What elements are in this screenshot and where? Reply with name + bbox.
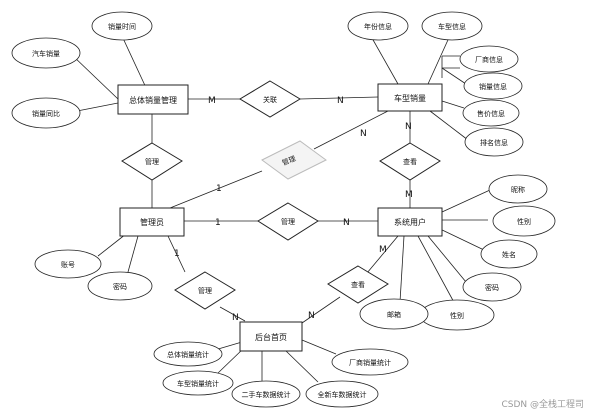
card-one-admin-model: 1 <box>216 184 222 194</box>
card-one-admin-user: 1 <box>215 218 221 228</box>
svg-text:汽车销量: 汽车销量 <box>32 49 60 58</box>
svg-text:车型销量: 车型销量 <box>394 93 426 103</box>
attr-model-info: 车型信息 <box>421 11 483 41</box>
svg-text:二手车数据统计: 二手车数据统计 <box>242 390 291 399</box>
svg-text:管理: 管理 <box>281 217 295 226</box>
card-m-overall: M <box>208 96 216 106</box>
svg-text:查看: 查看 <box>403 157 417 166</box>
attr-car-sales: 汽车销量 <box>11 37 81 69</box>
attr-account: 账号 <box>34 249 102 279</box>
svg-text:管理员: 管理员 <box>140 217 164 227</box>
svg-text:销量时间: 销量时间 <box>108 22 136 31</box>
svg-text:厂商信息: 厂商信息 <box>475 55 503 64</box>
card-n-home-left: N <box>232 313 239 323</box>
attr-stat-model: 车型销量统计 <box>162 370 234 396</box>
svg-text:总体销量管理: 总体销量管理 <box>129 95 177 105</box>
attr-rank-info: 排名信息 <box>464 127 524 157</box>
attr-gender-user: 性别 <box>492 205 556 237</box>
card-n-model: N <box>337 96 344 106</box>
entity-model-sales: 车型销量 <box>377 83 443 112</box>
card-n-user: N <box>343 218 350 228</box>
svg-text:车型信息: 车型信息 <box>438 22 466 31</box>
attr-sales-time: 销量时间 <box>91 11 153 41</box>
attr-stat-new: 全新车数据统计 <box>305 380 379 408</box>
attr-email: 邮箱 <box>359 298 429 330</box>
svg-text:总体销量统计: 总体销量统计 <box>167 350 209 359</box>
svg-text:管理: 管理 <box>198 286 212 295</box>
attr-year-info: 年份信息 <box>347 11 409 41</box>
svg-text:厂商销量统计: 厂商销量统计 <box>349 358 391 367</box>
attr-nickname: 昵称 <box>488 174 548 204</box>
relation-associate: 关联 <box>239 80 301 118</box>
entity-backend-home: 后台首页 <box>239 321 303 352</box>
svg-text:关联: 关联 <box>263 95 277 104</box>
svg-text:车型销量统计: 车型销量统计 <box>177 379 219 388</box>
svg-text:后台首页: 后台首页 <box>255 332 287 342</box>
svg-text:排名信息: 排名信息 <box>480 138 508 147</box>
attr-name: 姓名 <box>480 239 538 269</box>
svg-text:密码: 密码 <box>113 282 127 291</box>
attr-maker-info: 厂商信息 <box>459 45 519 73</box>
attr-yoy-sales: 销量同比 <box>11 97 81 129</box>
relation-manage-home: 管理 <box>174 271 236 310</box>
relation-manage-system-user: 管理 <box>257 202 319 241</box>
card-n-model-manage: N <box>360 129 367 139</box>
entity-admin: 管理员 <box>119 207 185 237</box>
svg-text:系统用户: 系统用户 <box>394 217 426 227</box>
card-n-home-right: N <box>308 311 315 321</box>
svg-text:年份信息: 年份信息 <box>364 22 392 31</box>
svg-text:邮箱: 邮箱 <box>387 310 401 319</box>
entity-overall-sales: 总体销量管理 <box>117 84 189 115</box>
svg-text:姓名: 姓名 <box>502 250 516 259</box>
card-one-admin-home: 1 <box>174 249 180 259</box>
attr-stat-used: 二手车数据统计 <box>231 380 301 408</box>
svg-text:查看: 查看 <box>351 280 365 289</box>
relation-view-model: 查看 <box>379 142 441 181</box>
svg-text:性别: 性别 <box>450 311 464 320</box>
svg-text:全新车数据统计: 全新车数据统计 <box>318 390 367 399</box>
attr-stat-maker: 厂商销量统计 <box>331 348 409 376</box>
card-m-user-view: M <box>405 190 413 200</box>
card-n-model-view: N <box>405 122 412 132</box>
connector-lines <box>71 30 491 383</box>
entity-system-user: 系统用户 <box>377 207 443 237</box>
card-m-user-view-lower: M <box>379 245 387 255</box>
svg-text:账号: 账号 <box>61 260 75 269</box>
svg-text:昵称: 昵称 <box>511 185 525 194</box>
svg-text:销量信息: 销量信息 <box>479 82 507 91</box>
attr-sales-info: 销量信息 <box>463 72 523 100</box>
attr-password-admin: 密码 <box>87 271 153 301</box>
attr-stat-total: 总体销量统计 <box>153 341 223 367</box>
svg-text:销量同比: 销量同比 <box>32 109 60 118</box>
svg-text:管理: 管理 <box>145 157 159 166</box>
svg-text:密码: 密码 <box>485 283 499 292</box>
svg-text:性别: 性别 <box>517 217 531 226</box>
watermark-text: CSDN @全栈工程司 <box>501 398 584 410</box>
attr-price-info: 售价信息 <box>462 99 520 127</box>
relation-manage-overall: 管理 <box>121 142 183 181</box>
attr-password-user: 密码 <box>462 272 522 302</box>
svg-text:售价信息: 售价信息 <box>477 109 505 118</box>
relation-view-home: 查看 <box>327 265 389 304</box>
attr-gender-user2: 性别 <box>419 299 495 331</box>
relation-manage-model: 管理 <box>261 140 327 180</box>
